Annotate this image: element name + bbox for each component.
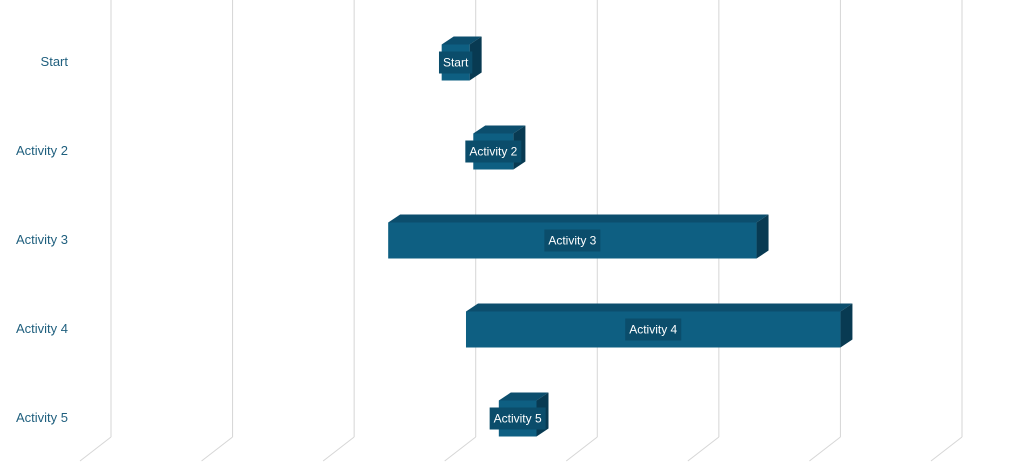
category-label: Start — [41, 54, 69, 69]
bar-top-face — [473, 125, 526, 134]
bar-label-box — [544, 229, 601, 252]
bar-data-label: Activity 3 — [548, 234, 596, 248]
category-label: Activity 3 — [16, 232, 68, 247]
bar-label-box — [489, 407, 546, 430]
bar-label-box — [465, 140, 522, 163]
bar-side-face — [469, 36, 482, 81]
task-bar: Activity 3 — [388, 214, 769, 259]
gridline-floor — [930, 436, 963, 462]
category-label: Activity 5 — [16, 410, 68, 425]
category-label: Activity 4 — [16, 321, 68, 336]
bar-top-face — [465, 303, 853, 312]
gridline-floor — [687, 436, 720, 462]
bar-label-box — [625, 318, 682, 341]
bar-data-label: Activity 2 — [469, 145, 517, 159]
bar-side-face — [756, 214, 769, 259]
bar-side-face — [840, 303, 853, 348]
axis-floor — [79, 436, 112, 462]
bar-data-label: Start — [443, 56, 469, 70]
bar-top-face — [388, 214, 769, 223]
task-bar: Activity 4 — [465, 303, 853, 348]
gridline-floor — [809, 436, 841, 462]
bar-top-face — [441, 36, 482, 45]
bar-data-label: Activity 5 — [494, 412, 542, 426]
category-label: Activity 2 — [16, 143, 68, 158]
bar-label-box — [438, 51, 473, 74]
task-bar: Start — [438, 36, 482, 81]
gridline-floor — [444, 436, 477, 462]
gridline-floor — [565, 436, 598, 462]
bar-top-face — [498, 392, 549, 401]
gridline-floor — [322, 436, 355, 462]
gridline-floor — [201, 436, 233, 462]
task-bar: Activity 2 — [465, 125, 526, 170]
task-bar: Activity 5 — [489, 392, 549, 437]
bar-data-label: Activity 4 — [629, 323, 677, 337]
